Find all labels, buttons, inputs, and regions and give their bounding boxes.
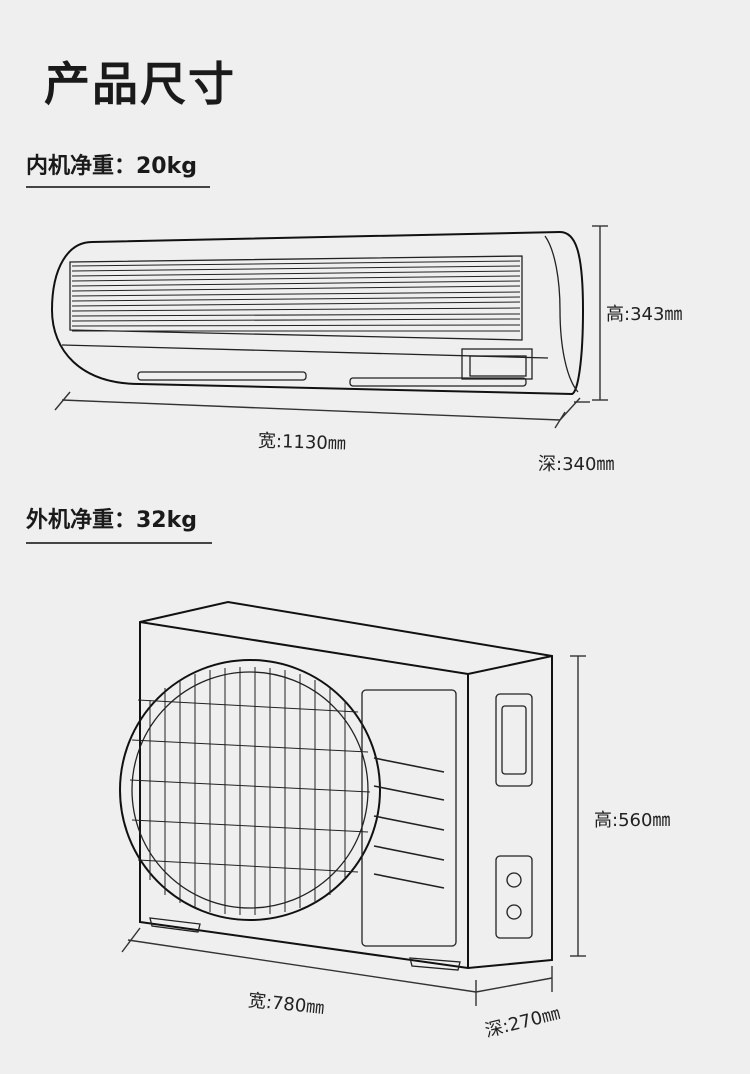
indoor-height-label: 高:343㎜ bbox=[606, 304, 683, 325]
indoor-weight-label: 内机净重：20kg bbox=[26, 154, 197, 179]
outdoor-weight-underline bbox=[26, 542, 212, 544]
outdoor-height-label: 高:560㎜ bbox=[594, 810, 671, 831]
page-title: 产品尺寸 bbox=[44, 57, 236, 111]
indoor-depth-label: 深:340㎜ bbox=[538, 454, 615, 475]
indoor-weight-underline bbox=[26, 186, 210, 188]
outdoor-unit-drawing bbox=[119, 600, 586, 1006]
indoor-unit-drawing bbox=[50, 225, 608, 429]
indoor-width-label: 宽:1130㎜ bbox=[257, 430, 347, 455]
outdoor-weight-label: 外机净重：32kg bbox=[26, 508, 197, 533]
